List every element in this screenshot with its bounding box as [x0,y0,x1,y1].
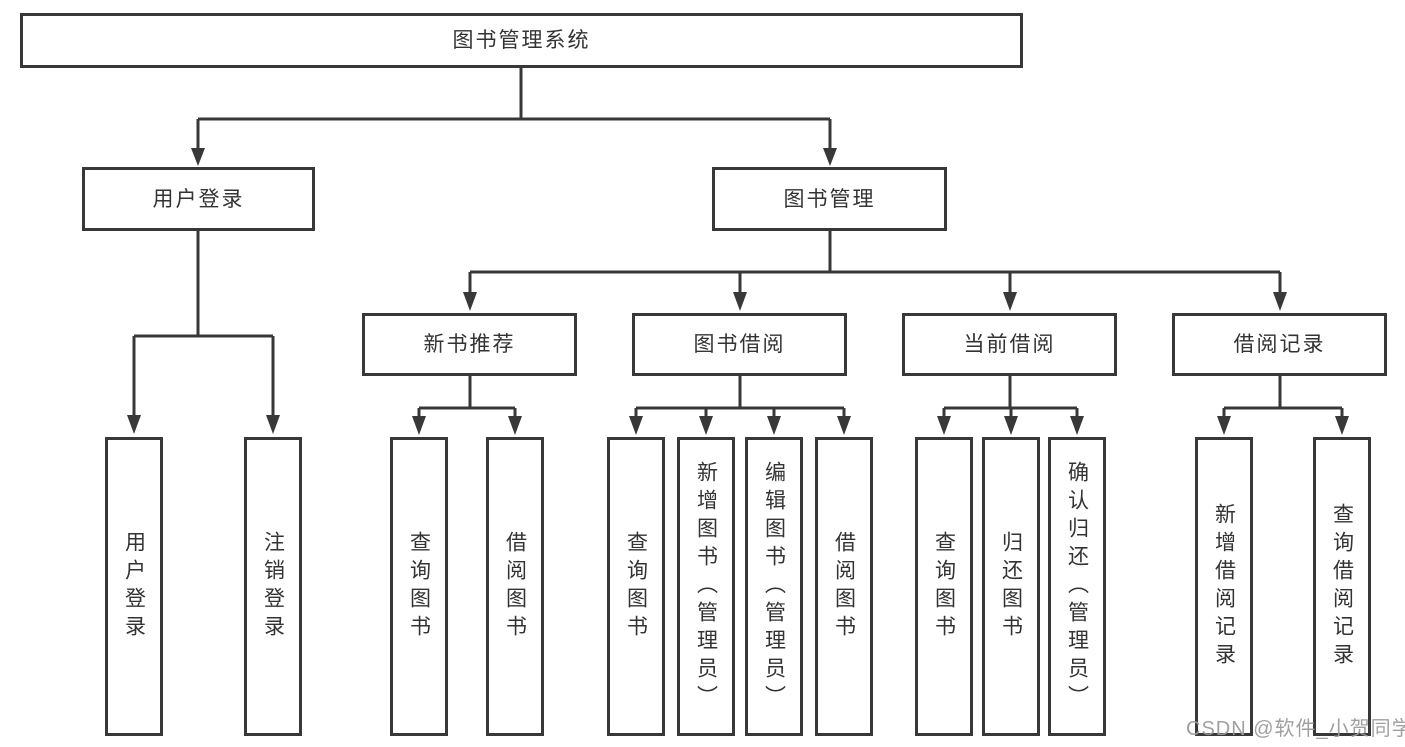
node-book-borrow-label: 图书借阅 [693,333,786,356]
node-root-label: 图书管理系统 [452,29,591,52]
leaf-logout: 注销登录 [244,437,302,736]
node-root: 图书管理系统 [20,13,1023,68]
leaf-borrow-edit-books-admin-label: 编辑图书（管理员） [762,460,786,713]
leaf-logout-label: 注销登录 [261,530,285,643]
leaf-current-return-books: 归还图书 [982,437,1040,736]
node-book-management: 图书管理 [712,167,947,231]
leaf-user-login-label: 用户登录 [122,530,146,643]
leaf-borrow-borrow-books-label: 借阅图书 [832,530,856,643]
node-book-borrow: 图书借阅 [632,313,847,376]
leaf-current-confirm-return-admin-label: 确认归还（管理员） [1065,460,1089,713]
node-current-borrow-label: 当前借阅 [963,333,1056,356]
leaf-borrow-add-books-admin-label: 新增图书（管理员） [694,460,718,713]
leaf-newbook-query-books-label: 查询图书 [407,530,431,643]
node-new-book-recommend-label: 新书推荐 [423,333,516,356]
node-borrow-records: 借阅记录 [1172,313,1387,376]
leaf-current-query-books-label: 查询图书 [932,530,956,643]
arrowheads [127,148,1349,435]
leaf-current-return-books-label: 归还图书 [999,530,1023,643]
leaf-user-login: 用户登录 [105,437,163,736]
leaf-borrow-add-books-admin: 新增图书（管理员） [677,437,735,736]
leaf-records-query-record-label: 查询借阅记录 [1330,502,1354,671]
leaf-newbook-query-books: 查询图书 [390,437,448,736]
leaf-current-query-books: 查询图书 [915,437,973,736]
leaf-records-add-record: 新增借阅记录 [1195,437,1253,736]
node-current-borrow: 当前借阅 [902,313,1117,376]
node-user-login-label: 用户登录 [152,187,245,211]
leaf-records-query-record: 查询借阅记录 [1313,437,1371,736]
leaf-borrow-query-books: 查询图书 [607,437,665,736]
node-user-login: 用户登录 [82,167,315,231]
leaf-borrow-borrow-books: 借阅图书 [815,437,873,736]
leaf-newbook-borrow-books-label: 借阅图书 [503,530,527,643]
leaf-borrow-query-books-label: 查询图书 [624,530,648,643]
node-new-book-recommend: 新书推荐 [362,313,577,376]
leaf-newbook-borrow-books: 借阅图书 [486,437,544,736]
node-borrow-records-label: 借阅记录 [1233,333,1326,356]
leaf-borrow-edit-books-admin: 编辑图书（管理员） [745,437,803,736]
node-book-management-label: 图书管理 [783,187,876,211]
leaf-records-add-record-label: 新增借阅记录 [1212,502,1236,671]
leaf-current-confirm-return-admin: 确认归还（管理员） [1048,437,1106,736]
csdn-watermark: CSDN @软件_小贺同学 [1186,718,1405,740]
